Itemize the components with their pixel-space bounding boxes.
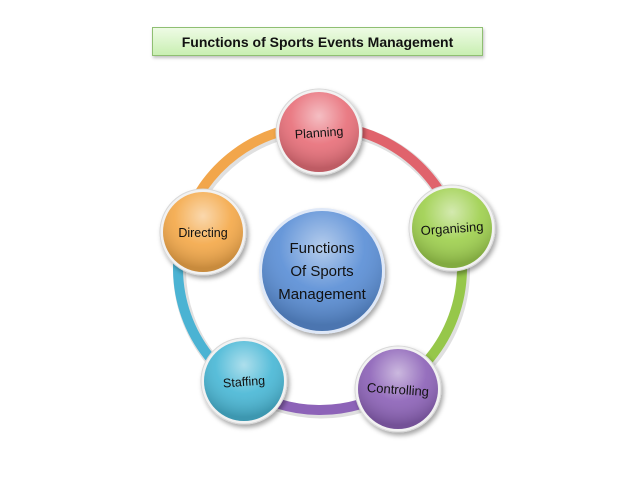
center-label-line: Of Sports [290, 263, 353, 280]
center-label-line: Functions [289, 240, 354, 257]
node-sheen [412, 188, 492, 268]
diagram-title: Functions of Sports Events Management [152, 27, 483, 56]
node-label: Planning [294, 124, 344, 141]
node-sheen [279, 92, 359, 172]
node-label: Controlling [366, 380, 429, 399]
node-sheen [163, 192, 243, 272]
node-planning: Planning [275, 88, 363, 176]
center-node-sheen [262, 211, 382, 331]
node-sheen [358, 349, 438, 429]
node-organising: Organising [408, 184, 496, 272]
node-controlling: Controlling [354, 345, 442, 433]
node-label: Staffing [223, 374, 266, 391]
center-label-line: Management [278, 286, 366, 303]
node-label: Directing [178, 226, 227, 240]
node-sheen [204, 341, 284, 421]
node-staffing: Staffing [200, 337, 288, 425]
node-directing: Directing [159, 188, 247, 276]
node-label: Organising [420, 219, 484, 238]
